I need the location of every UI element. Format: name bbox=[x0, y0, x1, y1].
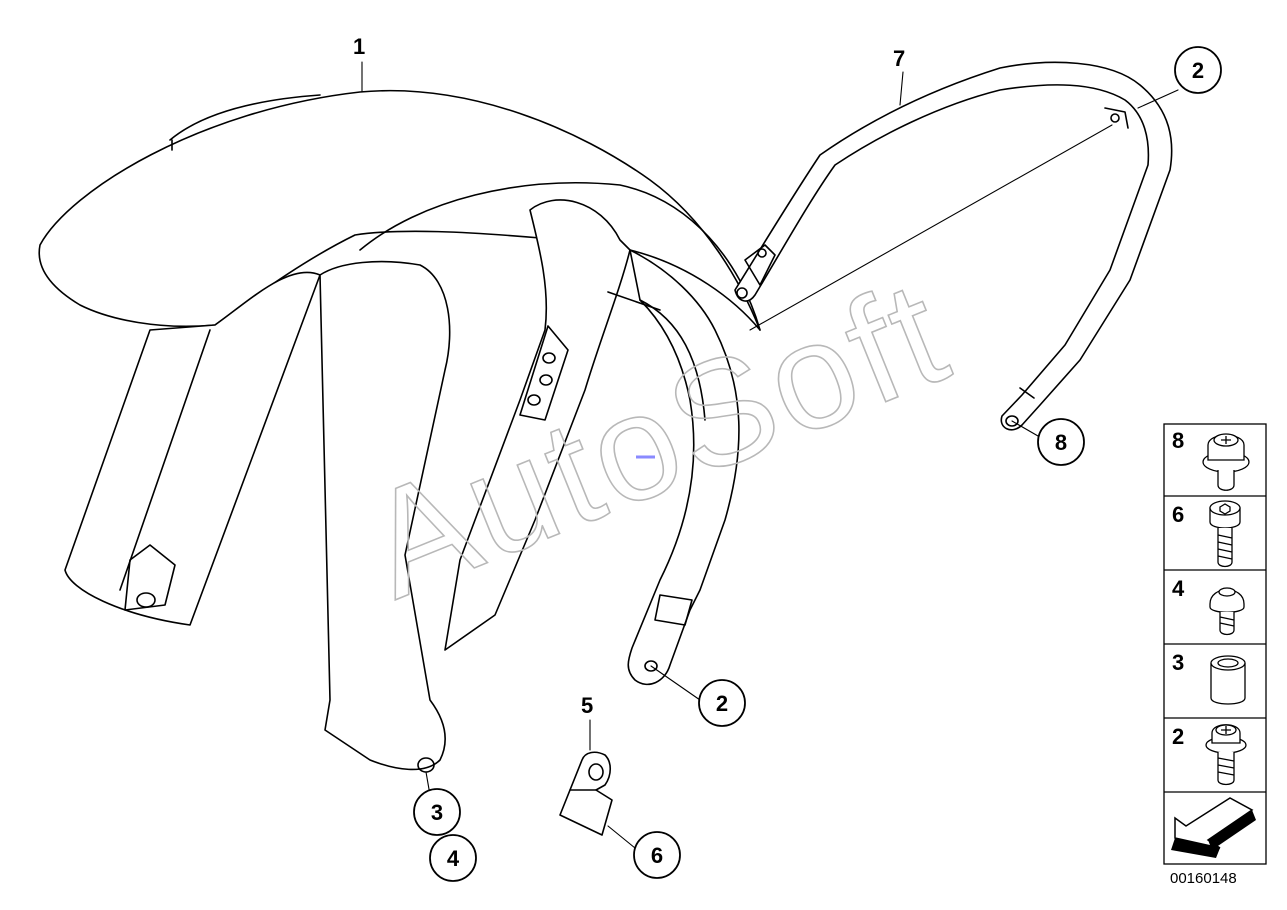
leader-lines bbox=[361, 61, 1179, 849]
button-head-screw-icon bbox=[1209, 587, 1245, 636]
collar-screw-icon bbox=[1202, 433, 1250, 491]
svg-text:3: 3 bbox=[431, 800, 443, 825]
callouts: 1 7 5 2 8 2 3 4 6 bbox=[353, 34, 1222, 882]
callout-circle-bushing: 3 bbox=[413, 788, 461, 836]
svg-text:4: 4 bbox=[447, 846, 460, 871]
callout-circle-screw-fender-end: 2 bbox=[698, 679, 746, 727]
legend-row-8: 8 bbox=[1172, 428, 1250, 491]
holder-clip bbox=[559, 751, 613, 836]
diagram-code: 00160148 bbox=[1170, 870, 1237, 887]
legend-row-arrow bbox=[1171, 797, 1256, 858]
svg-text:8: 8 bbox=[1172, 428, 1184, 453]
legend-row-6: 6 bbox=[1172, 500, 1241, 568]
hex-socket-screw-icon bbox=[1209, 500, 1241, 568]
callout-circle-screw-bracket-end: 8 bbox=[1037, 418, 1085, 466]
callout-bracket: 7 bbox=[893, 46, 905, 71]
fender-bracket bbox=[734, 61, 1173, 431]
legend-row-3: 3 bbox=[1172, 650, 1246, 705]
legend-row-4: 4 bbox=[1172, 576, 1245, 636]
flange-screw-icon bbox=[1205, 724, 1247, 786]
direction-arrow-icon bbox=[1171, 797, 1256, 858]
svg-text:4: 4 bbox=[1172, 576, 1185, 601]
callout-clip: 5 bbox=[581, 693, 593, 718]
parts-legend: 8 6 4 bbox=[1163, 423, 1267, 865]
callout-circle-screw-lower: 4 bbox=[429, 834, 477, 882]
svg-text:3: 3 bbox=[1172, 650, 1184, 675]
svg-text:6: 6 bbox=[1172, 502, 1184, 527]
svg-text:2: 2 bbox=[1172, 724, 1184, 749]
bushing-icon bbox=[1210, 655, 1246, 705]
callout-fender: 1 bbox=[353, 34, 365, 59]
svg-text:8: 8 bbox=[1055, 430, 1067, 455]
svg-text:6: 6 bbox=[651, 843, 663, 868]
legend-row-2: 2 bbox=[1172, 724, 1247, 786]
svg-text:2: 2 bbox=[716, 691, 728, 716]
svg-text:2: 2 bbox=[1192, 58, 1204, 83]
front-fender bbox=[38, 89, 761, 773]
callout-circle-screw-top: 2 bbox=[1174, 46, 1222, 94]
callout-circle-screw-clip: 6 bbox=[633, 831, 681, 879]
